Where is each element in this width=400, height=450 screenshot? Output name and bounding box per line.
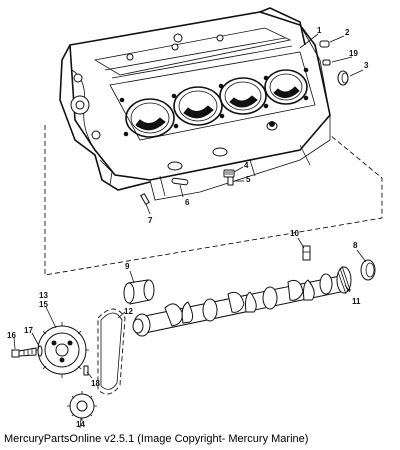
callout-17: 17: [24, 326, 33, 335]
crank-sprocket-14: [67, 391, 97, 421]
assembly-boundary: [44, 125, 383, 276]
callout-18: 18: [91, 379, 100, 388]
callout-15: 15: [39, 300, 48, 309]
callout-7: 7: [148, 216, 153, 225]
callout-5: 5: [246, 175, 251, 184]
callout-12: 12: [124, 307, 133, 316]
callout-8: 8: [353, 241, 358, 250]
cup-plug-19: [322, 59, 331, 66]
cam-sprocket-13-15: [34, 322, 89, 378]
callout-3: 3: [364, 61, 369, 70]
callout-9: 9: [125, 262, 130, 271]
callout-11: 11: [352, 297, 361, 306]
oil-gallery-plug-4-5: [223, 169, 235, 186]
callout-13: 13: [39, 291, 48, 300]
callout-16: 16: [7, 331, 16, 340]
image-caption: MercuryPartsOnline v2.5.1 (Image Copyrig…: [4, 433, 309, 445]
washer-17: [37, 345, 43, 357]
key-10: [302, 245, 311, 261]
leader-lines: [13, 33, 367, 429]
camshaft-11: [132, 265, 352, 337]
timing-chain-12: [97, 308, 126, 395]
cup-plug-3: [337, 70, 349, 86]
callout-19: 19: [349, 49, 358, 58]
callout-4: 4: [244, 161, 249, 170]
callout-1: 1: [317, 26, 322, 35]
cam-bearing-9: [123, 279, 155, 305]
callout-14: 14: [76, 420, 85, 429]
engine-block-exploded-diagram: 1 2 19 3 4 5 6 7 8 9 10 11 12 13 15 16 1…: [7, 7, 383, 429]
bolt-16: [11, 347, 37, 358]
callout-6: 6: [185, 198, 190, 207]
cam-bearing-8: [360, 259, 376, 281]
dowel-pin-6: [171, 177, 189, 186]
cylinder-block: [59, 7, 331, 201]
expansion-plug-2: [319, 40, 330, 48]
callout-2: 2: [345, 28, 350, 37]
pin-7: [140, 192, 150, 206]
key-18: [83, 365, 89, 376]
callout-10: 10: [290, 229, 299, 238]
